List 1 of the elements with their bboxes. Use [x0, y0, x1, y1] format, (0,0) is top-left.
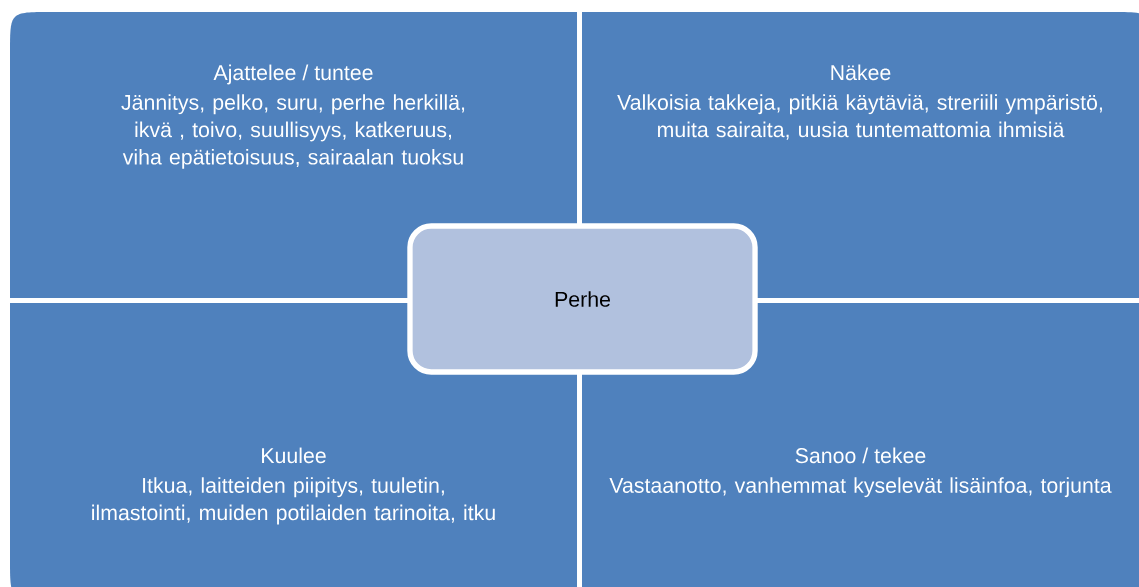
center-box: Perhe	[407, 223, 758, 375]
